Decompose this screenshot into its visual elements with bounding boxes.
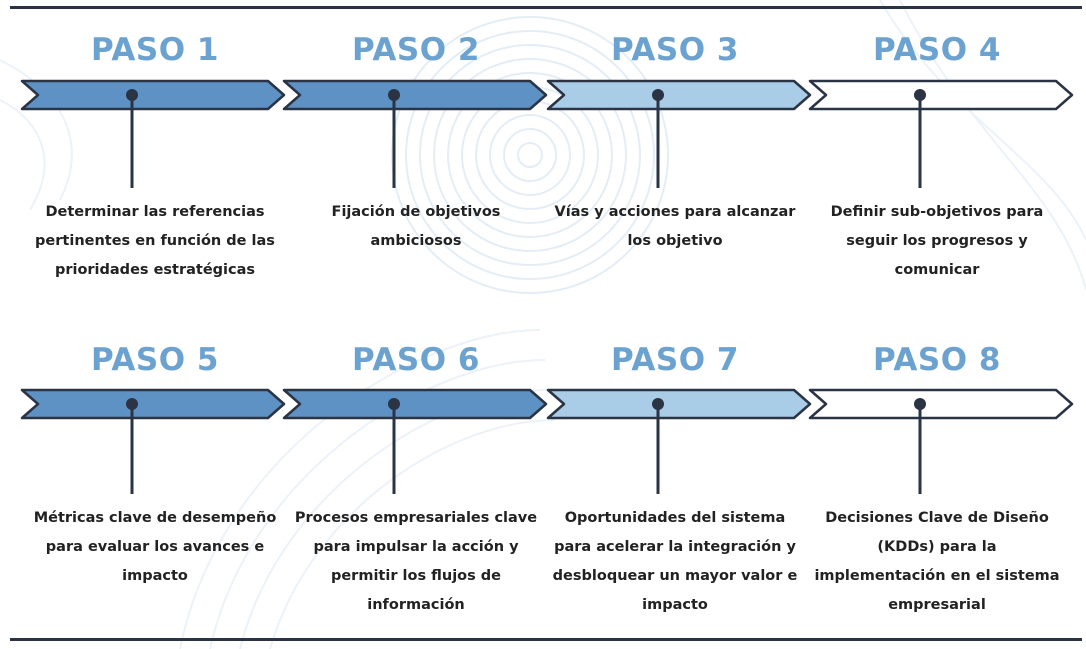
step-5-arrow bbox=[20, 388, 286, 420]
step-2-dot bbox=[388, 89, 400, 101]
step-5-dot bbox=[126, 398, 138, 410]
step-3-arrow bbox=[546, 79, 812, 111]
step-6-dot bbox=[388, 398, 400, 410]
step-2-arrow bbox=[282, 79, 548, 111]
step-4-description: Definir sub-objetivos para seguir los pr… bbox=[830, 204, 1044, 278]
step-3-dot bbox=[652, 89, 664, 101]
step-7-dot bbox=[652, 398, 664, 410]
step-6-title: PASO 6 bbox=[352, 342, 480, 378]
step-1-description: Determinar las referencias pertinentes e… bbox=[35, 204, 275, 278]
step-1-dot bbox=[126, 89, 138, 101]
step-2-title: PASO 2 bbox=[352, 32, 480, 68]
step-5-description: Métricas clave de desempeño para evaluar… bbox=[33, 510, 277, 584]
step-3-title: PASO 3 bbox=[611, 32, 739, 68]
step-6-arrow bbox=[282, 388, 548, 420]
step-7-arrow bbox=[546, 388, 812, 420]
step-1-arrow bbox=[20, 79, 286, 111]
step-1-title: PASO 1 bbox=[91, 32, 219, 68]
step-5-title: PASO 5 bbox=[91, 342, 219, 378]
step-8-description: Decisiones Clave de Diseño (KDDs) para l… bbox=[814, 510, 1060, 613]
step-6-description: Procesos empresariales clave para impuls… bbox=[294, 510, 538, 613]
top-rule bbox=[10, 6, 1082, 9]
step-2-description: Fijación de objetivos ambiciosos bbox=[331, 204, 501, 249]
step-8-arrow bbox=[808, 388, 1074, 420]
step-8-dot bbox=[914, 398, 926, 410]
bottom-rule bbox=[10, 638, 1082, 641]
step-3-description: Vías y acciones para alcanzar los objeti… bbox=[554, 204, 796, 249]
step-8-title: PASO 8 bbox=[873, 342, 1001, 378]
step-7-description: Oportunidades del sistema para acelerar … bbox=[552, 510, 798, 613]
step-7-title: PASO 7 bbox=[611, 342, 739, 378]
step-4-dot bbox=[914, 89, 926, 101]
step-4-arrow bbox=[808, 79, 1074, 111]
step-4-title: PASO 4 bbox=[873, 32, 1001, 68]
